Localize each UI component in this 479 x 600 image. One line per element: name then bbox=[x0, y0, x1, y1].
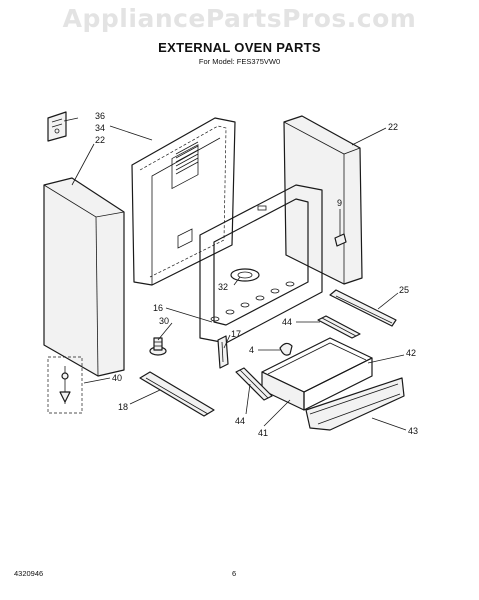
callout-leaders bbox=[63, 117, 407, 431]
callout-17: 17 bbox=[231, 329, 241, 339]
part-44-glide-upper bbox=[317, 315, 361, 339]
part-16-front-frame bbox=[199, 184, 323, 344]
part-34-rear-panel bbox=[131, 117, 236, 286]
part-32-vent bbox=[230, 268, 260, 282]
watermark: AppliancePartsPros.com bbox=[62, 4, 417, 33]
model-subtitle: For Model: FES375VW0 bbox=[198, 57, 281, 66]
part-43-drawer-front bbox=[305, 377, 405, 431]
callout-36: 36 bbox=[95, 111, 105, 121]
callout-44-lower: 44 bbox=[235, 416, 245, 426]
part-18-base-strip bbox=[139, 371, 215, 417]
part-9-clip bbox=[334, 233, 347, 247]
callout-30: 30 bbox=[159, 316, 169, 326]
part-22-side-panel-left bbox=[43, 177, 125, 377]
part-25-trim-strip bbox=[329, 289, 397, 327]
callout-22-left: 22 bbox=[95, 135, 105, 145]
document-number: 4320946 bbox=[14, 569, 44, 578]
part-44-glide-lower bbox=[235, 367, 273, 401]
callout-41: 41 bbox=[258, 428, 268, 438]
callout-22-right: 22 bbox=[388, 122, 398, 132]
part-17-bracket bbox=[217, 335, 229, 369]
callout-9: 9 bbox=[337, 198, 342, 208]
part-22-side-panel-right bbox=[283, 115, 363, 285]
callout-25: 25 bbox=[399, 285, 409, 295]
part-40-hardware-kit bbox=[47, 356, 83, 414]
part-36-label-plate bbox=[47, 111, 67, 142]
callout-18: 18 bbox=[118, 402, 128, 412]
part-30-leveling-leg bbox=[149, 337, 167, 356]
callout-40: 40 bbox=[112, 373, 122, 383]
page-title: EXTERNAL OVEN PARTS bbox=[158, 40, 321, 55]
callout-43: 43 bbox=[408, 426, 418, 436]
callout-32: 32 bbox=[218, 282, 228, 292]
callout-16: 16 bbox=[153, 303, 163, 313]
page-number: 6 bbox=[232, 569, 237, 578]
part-4-roller bbox=[279, 342, 293, 356]
callout-42: 42 bbox=[406, 348, 416, 358]
callout-34: 34 bbox=[95, 123, 105, 133]
callout-4: 4 bbox=[249, 345, 254, 355]
callout-numbers: 36 34 22 22 9 32 25 16 30 17 44 4 42 40 … bbox=[95, 111, 418, 438]
part-42-drawer bbox=[261, 337, 373, 411]
callout-44-upper: 44 bbox=[282, 317, 292, 327]
